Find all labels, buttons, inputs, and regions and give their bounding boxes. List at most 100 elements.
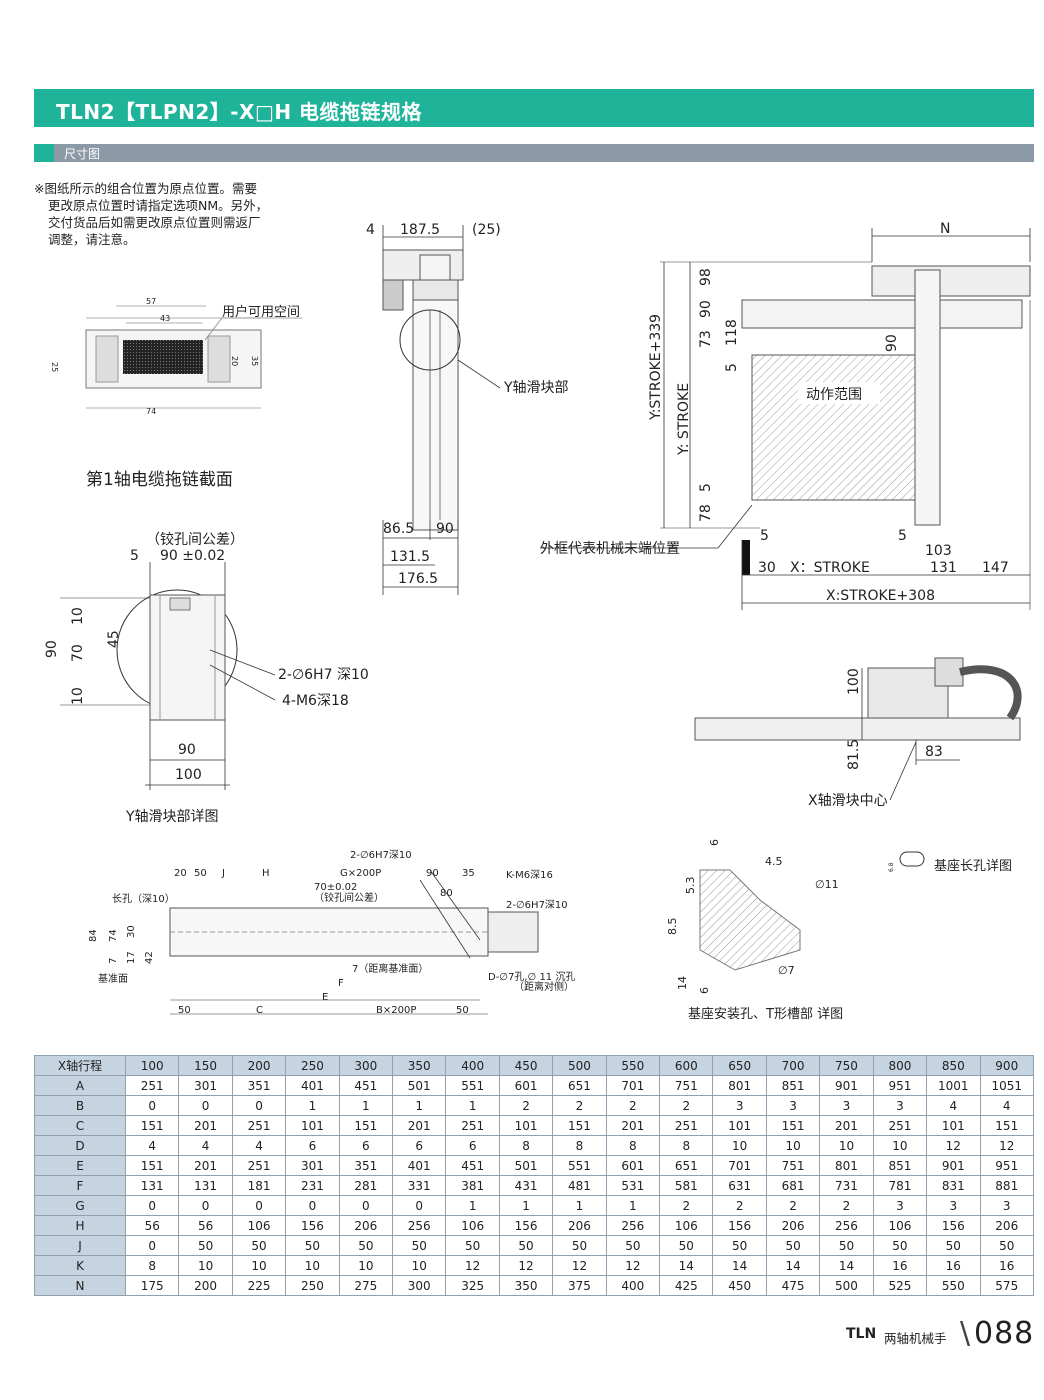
base-hole-right: 2-∅6H7深10 [506, 899, 568, 911]
table-cell: 0 [178, 1095, 233, 1116]
table-cell: 0 [338, 1195, 394, 1216]
tslot-detail: 6 4.5 ∅11 5.3 8.5 ∅7 14 6 基座安装孔、T形槽部 详图 [666, 839, 843, 1022]
table-cell: 200 [178, 1275, 233, 1296]
table-cell: 10 [819, 1135, 874, 1156]
table-cell: 50 [819, 1235, 874, 1256]
table-cell: 50 [178, 1235, 233, 1256]
dim-70-tol: 70±0.02 [314, 882, 357, 893]
table-cell: 50 [926, 1235, 981, 1256]
table-cell: 651 [552, 1075, 607, 1096]
table-cell: 2 [605, 1095, 661, 1116]
table-cell: 256 [819, 1215, 874, 1236]
dim-35-base: 35 [462, 868, 475, 879]
dim-30: 30 [758, 560, 776, 576]
table-header-cell: 450 [498, 1055, 554, 1076]
table-cell: 101 [926, 1115, 981, 1136]
table-cell: 1 [552, 1195, 607, 1216]
dim-n: N [940, 221, 950, 237]
table-cell: 0 [231, 1195, 287, 1216]
table-cell: 350 [498, 1275, 554, 1296]
table-cell: 500 [819, 1275, 874, 1296]
table-cell: 14 [765, 1255, 821, 1276]
table-cell: 881 [979, 1175, 1034, 1196]
dim-x-stroke: X：STROKE [790, 560, 870, 576]
table-cell: 256 [605, 1215, 661, 1236]
outer-frame-label: 外框代表机械末端位置 [540, 541, 680, 557]
table-cell: 10 [392, 1255, 447, 1276]
table-row-label: F [34, 1175, 126, 1196]
dim-90-side: 90 [436, 521, 454, 537]
dim-20: 20 [230, 356, 239, 366]
chain-section-caption: 第1轴电缆拖链截面 [86, 470, 233, 490]
table-header-cell: 900 [979, 1055, 1034, 1076]
table-cell: 175 [124, 1275, 180, 1296]
table-cell: 0 [392, 1195, 447, 1216]
table-cell: 201 [178, 1115, 233, 1136]
table-cell: 151 [124, 1155, 180, 1176]
table-cell: 0 [178, 1195, 233, 1216]
table-cell: 0 [124, 1095, 180, 1116]
table-cell: 206 [552, 1215, 607, 1236]
table-cell: 10 [178, 1255, 233, 1276]
table-cell: 50 [979, 1235, 1034, 1256]
table-cell: 231 [285, 1175, 340, 1196]
dim-4: 4 [366, 222, 375, 238]
table-cell: 575 [979, 1275, 1034, 1296]
table-header-cell: 150 [178, 1055, 233, 1076]
table-cell: 6 [392, 1135, 447, 1156]
motion-range-area [751, 354, 916, 501]
table-cell: 10 [285, 1255, 340, 1276]
table-cell: 14 [659, 1255, 714, 1276]
table-cell: 681 [765, 1175, 821, 1196]
table-cell: 2 [659, 1095, 714, 1116]
table-cell: 6 [285, 1135, 340, 1156]
slot-caption: 基座长孔详图 [934, 859, 1012, 874]
table-cell: 131 [178, 1175, 233, 1196]
table-cell: 151 [552, 1115, 607, 1136]
table-cell: 151 [979, 1115, 1034, 1136]
side-view: 4 187.5 (25) Y轴滑块部 86.5 90 131.5 176.5 [366, 222, 569, 595]
dim-5c: 5 [760, 528, 769, 544]
dim-74-base: 74 [108, 929, 119, 942]
table-cell: 50 [445, 1235, 500, 1256]
table-cell: 156 [285, 1215, 340, 1236]
table-cell: 3 [926, 1195, 981, 1216]
table-cell: 250 [285, 1275, 340, 1296]
table-cell: 101 [285, 1115, 340, 1136]
table-cell: 151 [124, 1115, 180, 1136]
table-cell: 1001 [926, 1075, 981, 1096]
table-cell: 2 [659, 1195, 714, 1216]
table-cell: 525 [872, 1275, 928, 1296]
table-cell: 50 [712, 1235, 767, 1256]
table-cell: 256 [392, 1215, 447, 1236]
table-cell: 12 [605, 1255, 661, 1276]
table-header-cell: 750 [819, 1055, 874, 1076]
dim-g200p: G×200P [340, 868, 381, 879]
table-cell: 0 [124, 1195, 180, 1216]
table-cell: 450 [712, 1275, 767, 1296]
table-cell: 2 [498, 1095, 554, 1116]
table-cell: 831 [926, 1175, 981, 1196]
table-cell: 1 [338, 1095, 394, 1116]
table-cell: 1 [392, 1095, 447, 1116]
table-header-cell: 350 [392, 1055, 447, 1076]
dim-74: 74 [146, 407, 156, 416]
footer-brand: TLN [846, 1326, 877, 1342]
table-cell: 6 [338, 1135, 394, 1156]
y-slider-detail: （铰孔间公差） 5 90 ±0.02 10 45 90 70 10 2-∅6H7… [44, 532, 369, 825]
table-cell: 381 [445, 1175, 500, 1196]
table-cell: 206 [979, 1215, 1034, 1236]
dim-90-inner: 90 [884, 334, 900, 352]
dim-100-y: 100 [175, 767, 202, 783]
base-d-holes-2: （距离对侧） [514, 980, 574, 993]
table-cell: 0 [231, 1095, 287, 1116]
table-cell: 8 [124, 1255, 180, 1276]
dim-42: 42 [144, 951, 155, 964]
slot-dim: 6.8 [888, 862, 895, 872]
section-bar: 尺寸图 [34, 144, 1034, 162]
note-line-2: 更改原点位置时请指定选项NM。另外， [48, 198, 269, 213]
